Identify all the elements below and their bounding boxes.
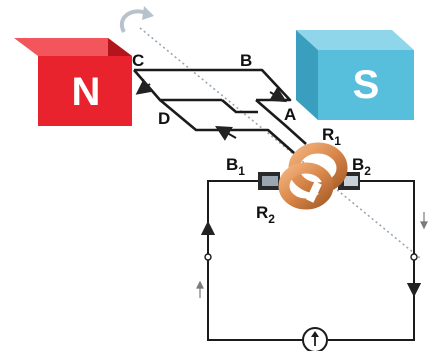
corner-label-a: A <box>284 105 296 124</box>
north-magnet-top <box>14 38 132 56</box>
south-magnet: S <box>296 30 414 120</box>
corner-label-c: C <box>132 51 144 70</box>
corner-label-d: D <box>158 109 170 128</box>
brush-label-b2: B2 <box>352 155 371 178</box>
south-pole-label: S <box>353 63 380 107</box>
faint-arrow-left-head <box>196 280 204 289</box>
north-pole-label: N <box>72 70 101 114</box>
coil-inner-return <box>221 99 258 114</box>
brush-b1 <box>258 172 280 190</box>
brush-b1-contact <box>262 176 278 186</box>
junction-dot-right <box>410 253 418 261</box>
circuit-right-wire <box>328 180 415 341</box>
south-magnet-side <box>296 30 318 120</box>
coil-lead-a <box>255 99 307 145</box>
circuit-left-wire <box>207 180 302 341</box>
circuit-current-arrows <box>200 220 422 298</box>
galvanometer-up-arrow-icon <box>302 327 328 351</box>
south-magnet-top <box>296 30 414 50</box>
brush-label-b1: B1 <box>226 155 245 178</box>
junction-dot-left <box>204 253 212 261</box>
north-magnet-front <box>38 56 132 126</box>
corner-label-b: B <box>240 51 252 70</box>
ring-label-r2: R2 <box>256 203 275 226</box>
arrow-on-lead <box>215 126 237 141</box>
arrow-near-c <box>135 78 154 95</box>
brush-b2-contact <box>344 176 358 186</box>
rotation-arrow-icon <box>120 6 154 33</box>
slip-rings <box>278 142 348 210</box>
north-magnet: N <box>14 38 132 126</box>
rotation-axis <box>139 27 421 259</box>
galvanometer-needle-head <box>311 331 319 337</box>
coil-current-arrows <box>135 78 287 141</box>
faint-arrow-right-head <box>420 221 428 230</box>
arrow-near-a <box>269 87 287 103</box>
faint-direction-arrows <box>196 212 428 298</box>
slip-ring-r2 <box>278 162 334 210</box>
south-magnet-front <box>318 50 414 120</box>
ring-label-r1: R1 <box>322 125 341 148</box>
slip-ring-gap <box>306 181 322 203</box>
